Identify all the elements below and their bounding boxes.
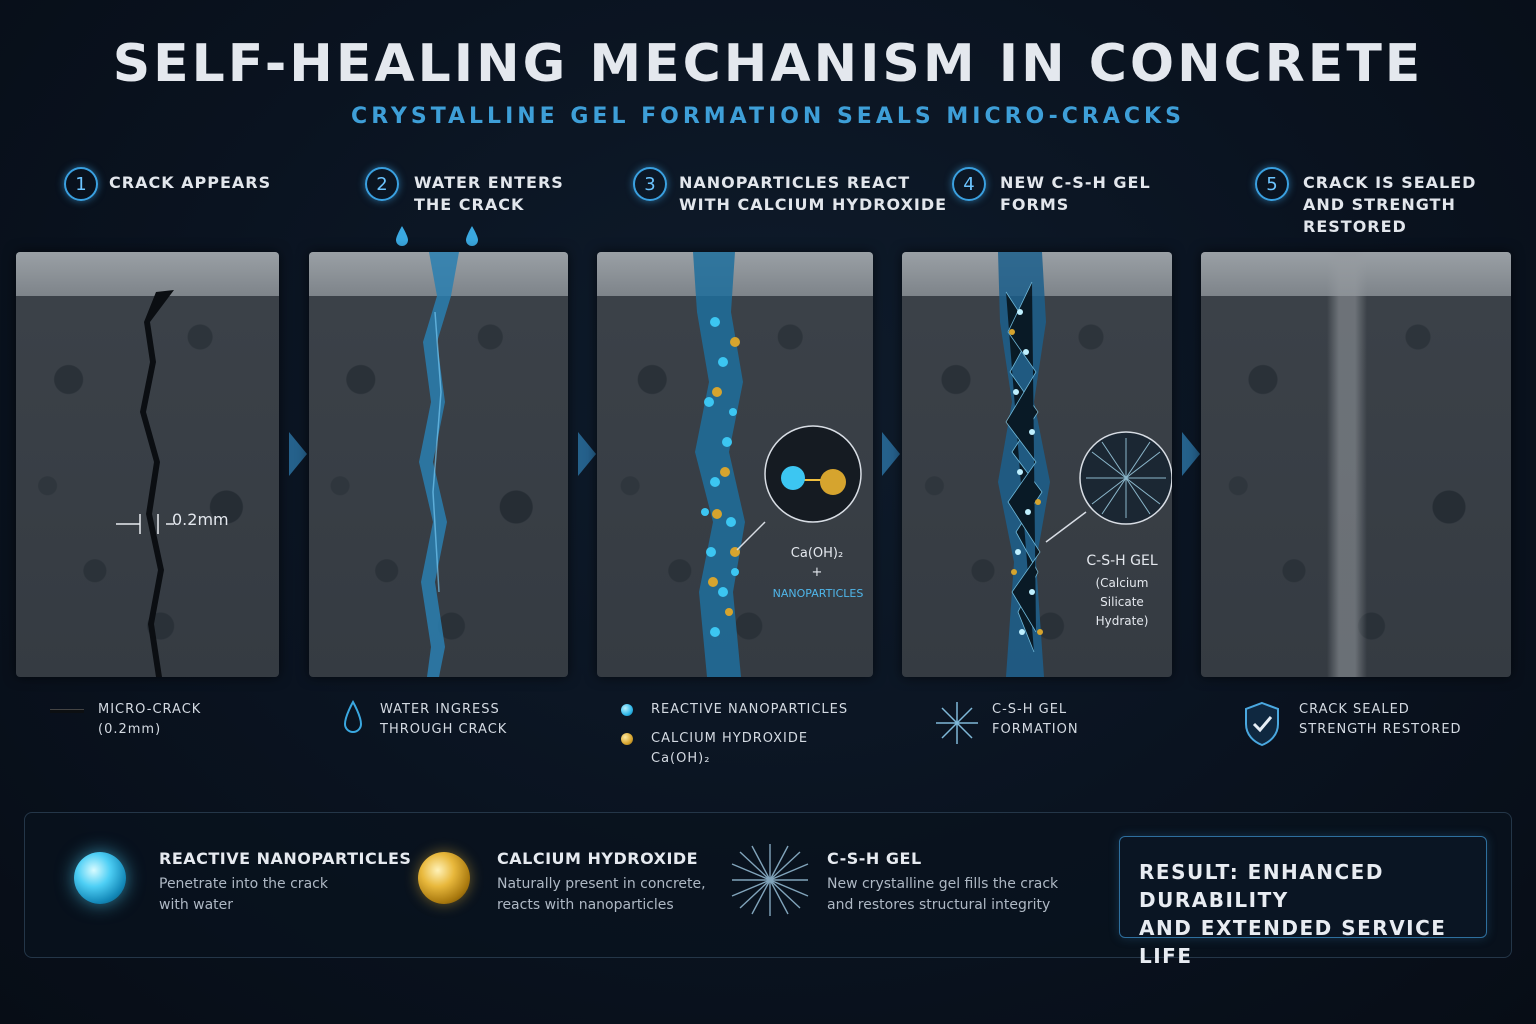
panel-gel-forms: C-S-H GEL (Calcium Silicate Hydrate) <box>902 252 1172 677</box>
page-subtitle: CRYSTALLINE GEL FORMATION SEALS MICRO-CR… <box>351 104 1185 129</box>
card-calcium-title: CALCIUM HYDROXIDE <box>497 849 699 868</box>
arrow-right-icon <box>882 432 900 476</box>
legend-sealed: CRACK SEALED STRENGTH RESTORED <box>1299 702 1462 737</box>
legend-water: WATER INGRESS THROUGH CRACK <box>380 702 508 737</box>
page-title: SELF-HEALING MECHANISM IN CONCRETE <box>112 34 1424 94</box>
step-number-2: 2 <box>365 167 399 201</box>
crack-illustration <box>116 290 174 677</box>
card-gel-desc: New crystalline gel fills the crack and … <box>827 876 1059 913</box>
card-calcium-desc: Naturally present in concrete, reacts wi… <box>497 876 706 913</box>
gel-title-label: C-S-H GEL <box>1086 553 1158 569</box>
nanoparticle-icon <box>621 704 633 716</box>
gel-filled-crack <box>998 252 1050 677</box>
panel-water-enters <box>309 252 568 677</box>
shield-check-icon <box>1245 701 1279 747</box>
gel-illustration <box>998 252 1172 677</box>
step-label-3: NANOPARTICLES REACT WITH CALCIUM HYDROXI… <box>679 173 948 214</box>
step-number-1: 1 <box>64 167 98 201</box>
gel-crystal-icon <box>731 844 809 916</box>
nanoparticle-icon <box>781 466 805 490</box>
magnifier-circle <box>764 425 862 523</box>
crack-width-label: 0.2mm <box>172 510 229 529</box>
water-drop-icon <box>396 226 408 246</box>
result-text: RESULT: ENHANCED DURABILITY AND EXTENDED… <box>1139 860 1447 968</box>
sealed-crack-line <box>1327 252 1367 677</box>
reaction-plus-label: + <box>811 565 823 580</box>
step-label-5: CRACK IS SEALED AND STRENGTH RESTORED <box>1303 173 1477 236</box>
micro-crack <box>140 290 174 677</box>
result-box <box>1119 836 1487 938</box>
micro-crack-legend-icon <box>50 709 84 713</box>
card-gel-title: C-S-H GEL <box>827 849 922 868</box>
step-label-4: NEW C-S-H GEL FORMS <box>1000 173 1151 214</box>
step-label-1: CRACK APPEARS <box>109 173 272 192</box>
legend-calcium: CALCIUM HYDROXIDE Ca(OH)₂ <box>651 731 809 766</box>
water-in-crack <box>419 252 459 677</box>
step-number-5: 5 <box>1255 167 1289 201</box>
water-drop-icon <box>343 700 363 733</box>
water-in-crack <box>693 252 745 677</box>
calcium-hydroxide-icon <box>418 852 470 904</box>
gel-crystal-icon <box>1086 438 1166 518</box>
nanoparticle-cluster <box>701 317 739 637</box>
reaction-ca-label: Ca(OH)₂ <box>790 546 844 561</box>
legend-micro-crack: MICRO-CRACK (0.2mm) <box>98 702 202 737</box>
arrow-right-icon <box>578 432 596 476</box>
water-drops <box>396 226 478 246</box>
concrete-surface <box>597 252 873 296</box>
panel-crack-sealed <box>1201 252 1511 677</box>
gel-crystal-icon <box>936 702 978 744</box>
panel-crack-appears: 0.2mm <box>16 252 279 677</box>
arrow-right-icon <box>289 432 307 476</box>
step-number-3: 3 <box>633 167 667 201</box>
calcium-hydroxide-icon <box>820 469 846 495</box>
legend-nano: REACTIVE NANOPARTICLES <box>651 702 849 717</box>
calcium-hydroxide-icon <box>621 733 633 745</box>
reaction-illustration <box>693 252 862 677</box>
panel-nanoparticles-react: Ca(OH)₂ + NANOPARTICLES <box>597 252 873 677</box>
legend-gel: C-S-H GEL FORMATION <box>992 702 1079 737</box>
gel-sub-label: (Calcium Silicate Hydrate) <box>1095 576 1149 628</box>
water-filled-crack <box>419 252 459 677</box>
arrow-right-icon <box>1182 432 1200 476</box>
concrete-surface <box>16 252 279 296</box>
card-nano-title: REACTIVE NANOPARTICLES <box>159 849 412 868</box>
step-label-2: WATER ENTERS THE CRACK <box>414 173 564 214</box>
nanoparticle-icon <box>74 852 126 904</box>
reaction-nano-label: NANOPARTICLES <box>772 587 864 600</box>
step-number-4: 4 <box>952 167 986 201</box>
water-drop-icon <box>466 226 478 246</box>
card-nano-desc: Penetrate into the crack with water <box>159 876 328 913</box>
